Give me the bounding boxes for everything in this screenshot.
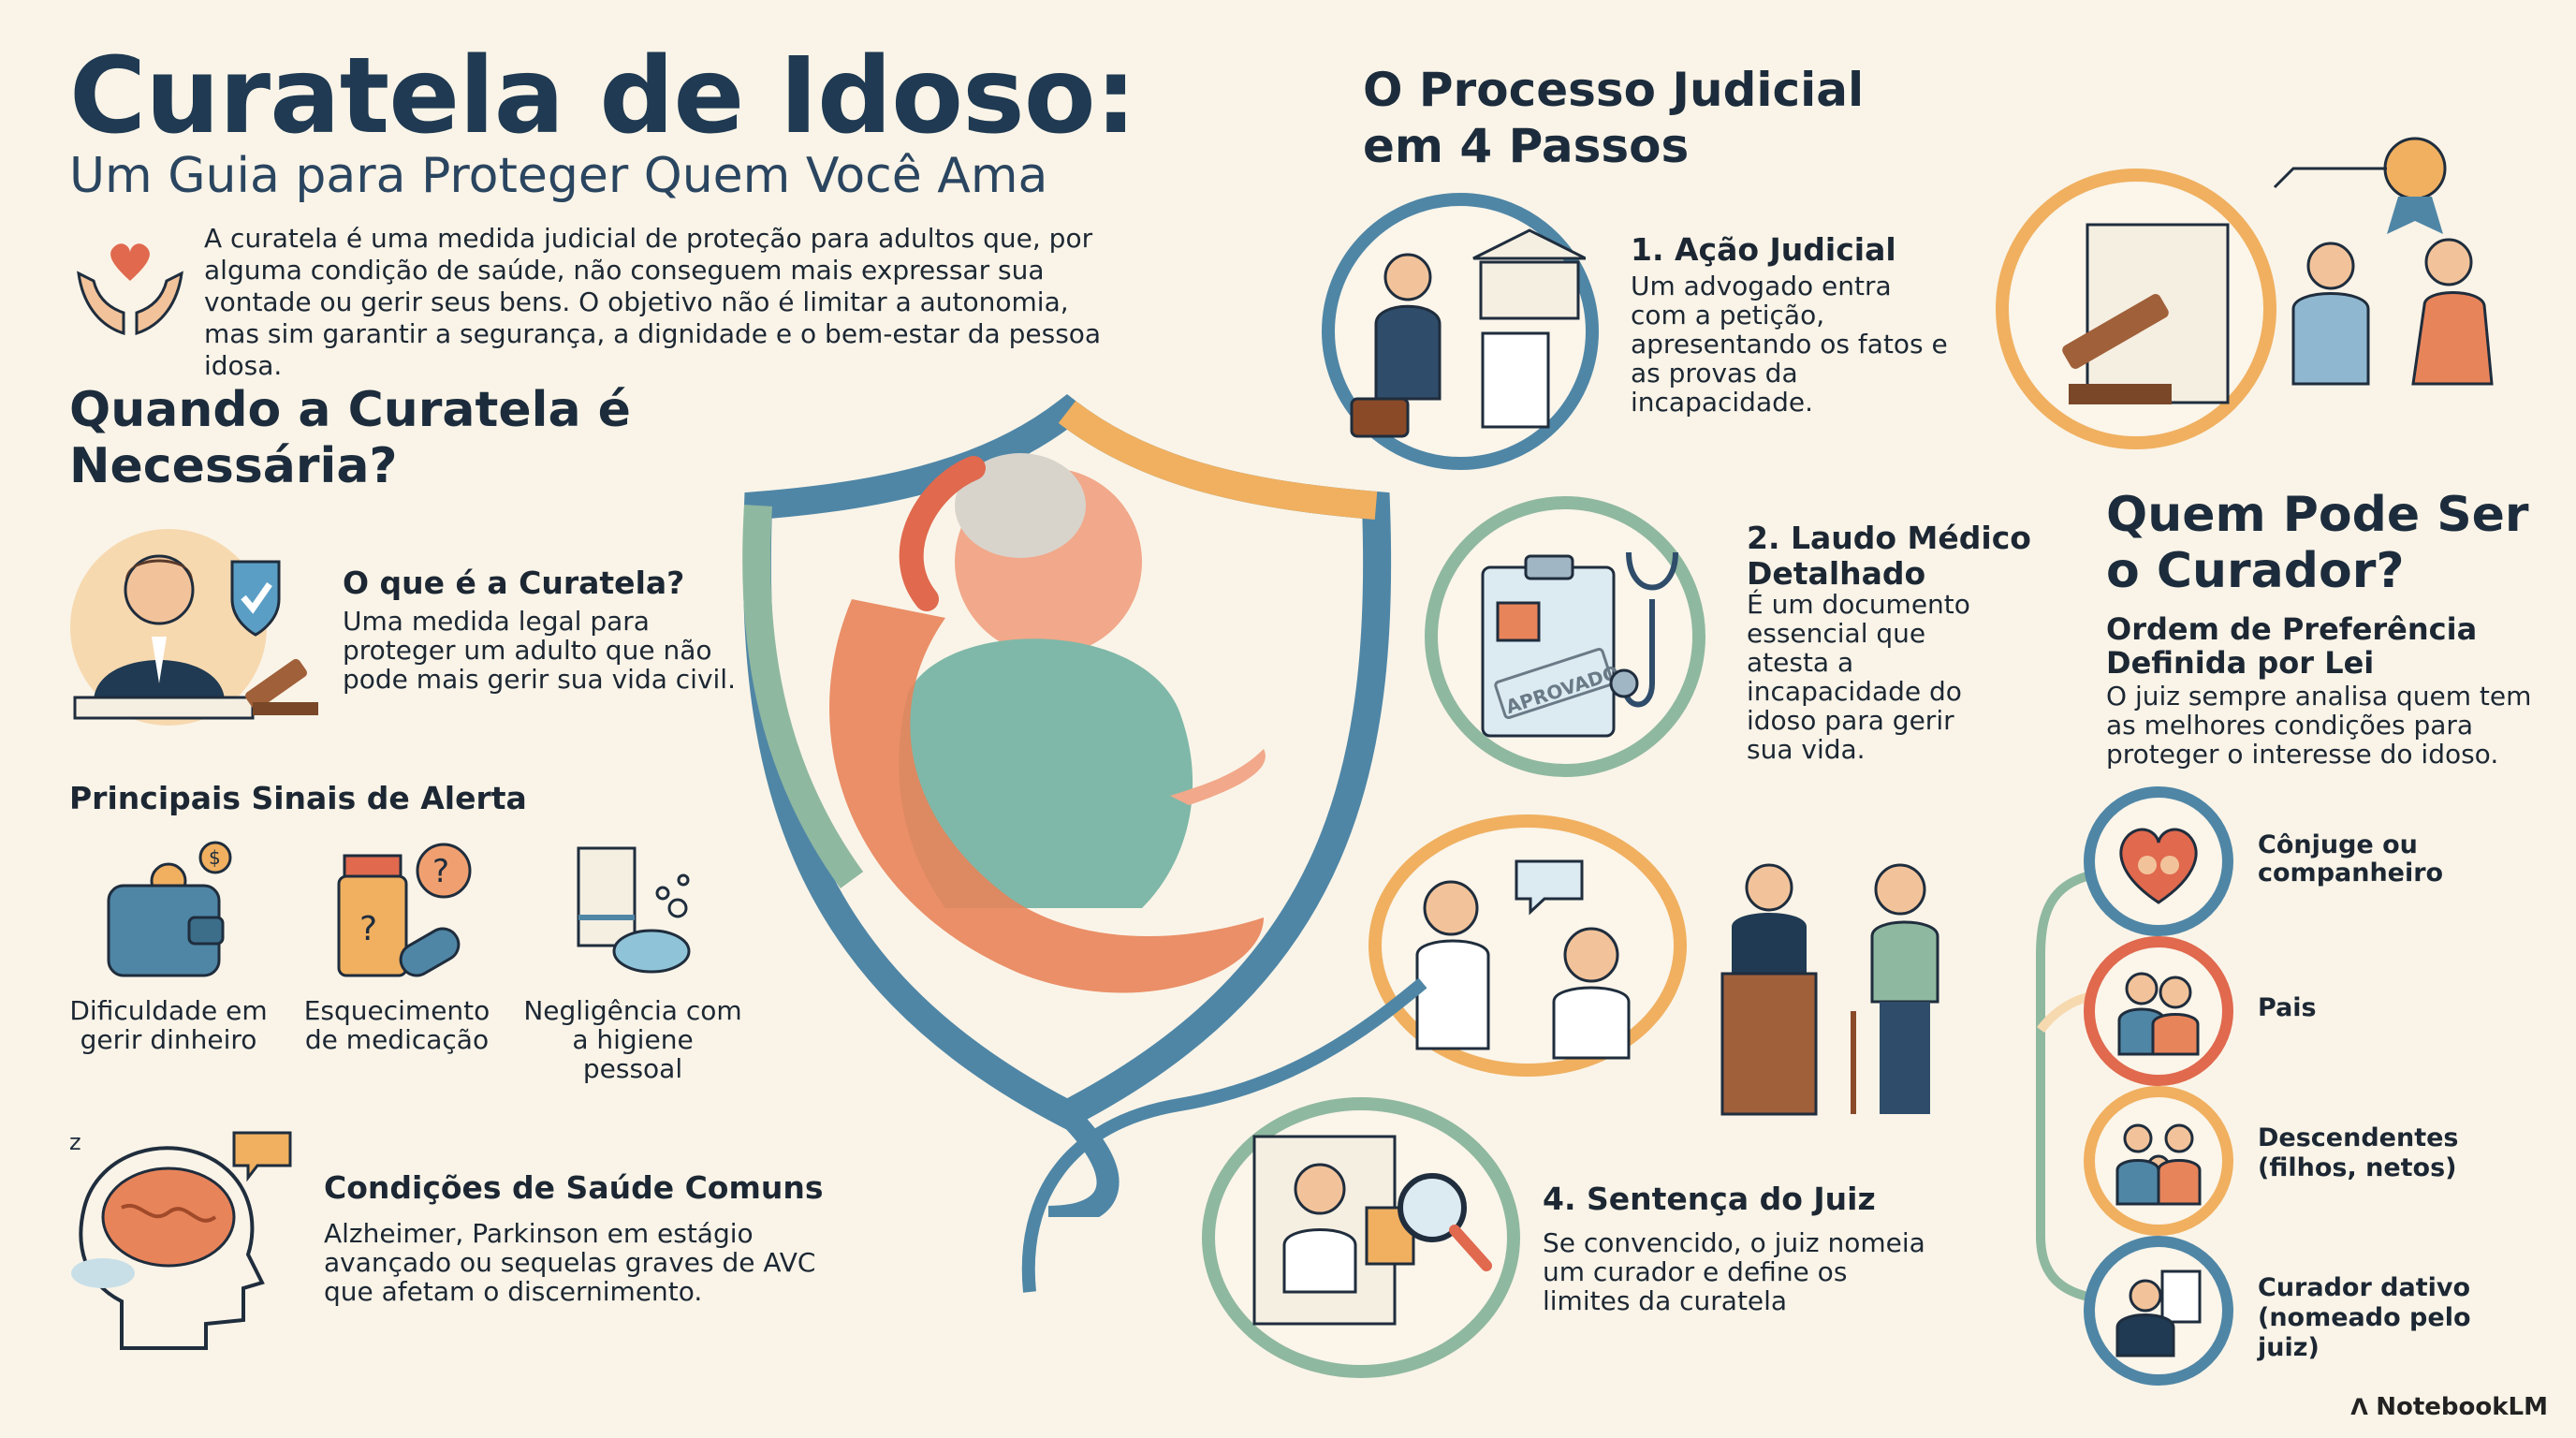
svg-text:?: ?: [432, 853, 449, 890]
judge-illustration: [70, 529, 318, 726]
when-heading: Quando a Curatela é Necessária?: [69, 382, 631, 494]
step4-text: Se convencido, o juiz nomeia um curador …: [1543, 1227, 1925, 1316]
signs-title: Principais Sinais de Alerta: [69, 780, 527, 816]
curator-heading: Quem Pode Ser o Curador?: [2106, 487, 2529, 599]
notebooklm-logo-icon: ᐱ: [2350, 1394, 2377, 1420]
doctor-verdict-icon: [1252, 1135, 1492, 1326]
svg-text:?: ?: [359, 910, 377, 948]
medical-report-icon: APROVADO: [1481, 551, 1678, 738]
option-label-parents: Pais: [2258, 993, 2317, 1022]
step2-title: 2. Laudo Médico Detalhado: [1747, 520, 2031, 592]
option-label-dative: Curador dativo (nomeado pelo juiz): [2258, 1273, 2471, 1362]
appointed-curator-icon: [2115, 1269, 2202, 1357]
intro-text: A curatela é uma medida judicial de prot…: [204, 223, 1102, 381]
shield-elder-illustration: [742, 394, 1392, 1217]
hands-heart-icon: [77, 243, 183, 336]
parents-icon: [2117, 972, 2200, 1056]
medicine-icon: ? ?: [337, 843, 472, 977]
step1-text: Um advogado entra com a petição, apresen…: [1631, 271, 1948, 418]
option-label-descendants: Descendentes (filhos, netos): [2258, 1123, 2459, 1182]
sign-label-money: Dificuldade em gerir dinheiro: [69, 995, 268, 1055]
svg-text:$: $: [209, 846, 221, 869]
order-title: Ordem de Preferência Definida por Lei: [2106, 611, 2478, 681]
lawyer-court-icon: [1350, 228, 1586, 438]
credit-text: NotebookLM: [2376, 1393, 2548, 1421]
hearing-illustration: [1415, 859, 1939, 1116]
sign-label-medication: Esquecimento de medicação: [303, 995, 490, 1055]
conditions-text: Alzheimer, Parkinson em estágio avançado…: [324, 1218, 816, 1307]
page-title: Curatela de Idoso:: [69, 36, 1137, 157]
order-text: O juiz sempre analisa quem tem as melhor…: [2106, 681, 2532, 770]
wallet-icon: $: [107, 841, 232, 977]
option-label-spouse: Cônjuge ou companheiro: [2258, 830, 2444, 888]
process-heading: O Processo Judicial em 4 Passos: [1363, 63, 1865, 173]
svg-text:z: z: [69, 1129, 81, 1155]
process-connector: [1021, 977, 1427, 1293]
page-subtitle: Um Guia para Proteger Quem Você Ama: [69, 148, 1048, 204]
family-icon: [2115, 1123, 2202, 1206]
brain-head-icon: z: [69, 1129, 292, 1350]
what-title: O que é a Curatela?: [343, 565, 685, 601]
couple-heart-icon: [2119, 828, 2198, 904]
step2-text: É um documento essencial que atesta a in…: [1747, 589, 1970, 765]
hygiene-icon: [577, 846, 691, 974]
conditions-title: Condições de Saúde Comuns: [324, 1169, 824, 1206]
family-verdict-icon: [2062, 137, 2494, 404]
what-text: Uma medida legal para proteger um adulto…: [343, 606, 736, 695]
sign-label-hygiene: Negligência com a higiene pessoal: [523, 995, 742, 1084]
step1-title: 1. Ação Judicial: [1631, 231, 1896, 268]
notebooklm-credit: ᐱ NotebookLM: [2350, 1393, 2548, 1421]
step4-title: 4. Sentença do Juiz: [1543, 1181, 1876, 1217]
